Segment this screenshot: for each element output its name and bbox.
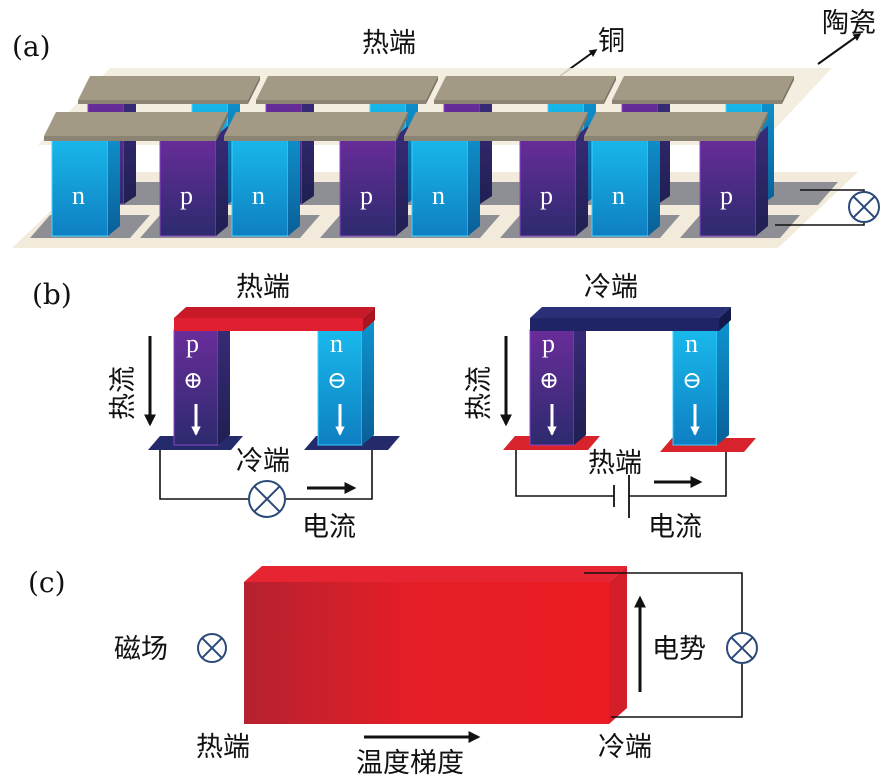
panel-c-label: (c) <box>28 566 66 599</box>
conductor-bar-side <box>609 566 627 724</box>
copper-electrode <box>584 112 768 141</box>
leg-label: p <box>720 181 733 210</box>
right-heat-flow-label: 热流 <box>464 366 495 420</box>
magnetic-field-label: 磁场 <box>114 634 168 665</box>
temperature-gradient-label: 温度梯度 <box>356 748 464 779</box>
leg-label: n <box>612 181 625 210</box>
right-circuit-wire <box>515 450 614 497</box>
panel-a-label: (a) <box>12 30 51 63</box>
panel-c: (c) 磁场 电势 热端 冷端 温度梯度 <box>28 566 758 779</box>
panel-b-cooler: 冷端 p n ⊕ ⊖ 热流 热端 电流 <box>464 272 756 543</box>
right-p-leg <box>529 329 575 446</box>
left-p-leg-label: p <box>186 329 199 358</box>
leg-n-type: n <box>51 126 120 237</box>
potential-wire-bottom <box>611 664 743 718</box>
conductor-bar-top <box>244 566 627 582</box>
back-row-copper <box>78 76 794 104</box>
panel-b-generator: 热端 p n ⊕ ⊖ 热流 冷端 <box>108 272 400 543</box>
left-bottom-label: 冷端 <box>236 446 290 477</box>
left-top-label: 热端 <box>236 272 290 303</box>
front-row-copper <box>44 112 768 141</box>
right-hole-charge: ⊕ <box>539 368 559 394</box>
right-bottom-label: 热端 <box>588 448 642 479</box>
copper-electrode <box>404 112 588 141</box>
panel-a: (a) 热端 铜 陶瓷 n p n p n p n p <box>12 8 880 248</box>
leg-n-type: n <box>231 126 300 237</box>
right-electron-charge: ⊖ <box>682 368 702 394</box>
left-current-label: 电流 <box>302 512 356 543</box>
leg-label: p <box>360 181 373 210</box>
panel-b: (b) 热端 p n ⊕ ⊖ 热流 冷端 <box>32 272 756 543</box>
hot-end-label: 热端 <box>362 28 416 59</box>
copper-electrode <box>612 76 794 104</box>
potential-wire-top <box>584 572 743 632</box>
magnetic-field-into-page-icon <box>197 633 227 663</box>
battery-icon <box>613 475 630 518</box>
right-top-label: 冷端 <box>584 272 638 303</box>
copper-electrode <box>224 112 408 141</box>
lamp-icon <box>248 480 286 518</box>
ceramic-pointer-arrow <box>817 33 862 65</box>
copper-label: 铜 <box>598 26 625 57</box>
leg-label: n <box>72 181 85 210</box>
left-n-leg-label: n <box>330 329 343 358</box>
hot-end-label: 热端 <box>196 732 250 763</box>
voltmeter-icon <box>726 632 758 664</box>
copper-electrode <box>78 76 260 104</box>
leg-label: p <box>180 181 193 210</box>
leg-label: p <box>540 181 553 210</box>
leg-p-type: p <box>339 126 408 237</box>
leg-n-type: n <box>411 126 480 237</box>
leg-n-type: n <box>591 126 660 237</box>
right-current-label: 电流 <box>648 512 702 543</box>
copper-electrode <box>256 76 438 104</box>
right-p-leg-label: p <box>542 329 555 358</box>
panel-b-label: (b) <box>32 278 72 311</box>
leg-p-type: p <box>519 126 588 237</box>
conductor-bar <box>244 582 609 724</box>
left-electron-charge: ⊖ <box>327 368 347 394</box>
ceramic-label: 陶瓷 <box>822 8 876 39</box>
left-top-hot-bar <box>174 307 375 318</box>
leg-label: n <box>252 181 265 210</box>
leg-p-type: p <box>159 126 228 237</box>
right-top-cold-bar <box>530 307 731 318</box>
lamp-icon <box>848 191 880 223</box>
left-hole-charge: ⊕ <box>183 368 203 394</box>
copper-electrode <box>44 112 228 141</box>
cold-end-label: 冷端 <box>598 732 652 763</box>
leg-label: n <box>432 181 445 210</box>
leg-p-type: p <box>699 126 768 237</box>
left-heat-flow-label: 热流 <box>108 366 139 420</box>
right-n-leg-label: n <box>685 329 698 358</box>
potential-label: 电势 <box>652 634 706 665</box>
copper-electrode <box>434 76 616 104</box>
left-circuit-wire <box>159 450 248 500</box>
